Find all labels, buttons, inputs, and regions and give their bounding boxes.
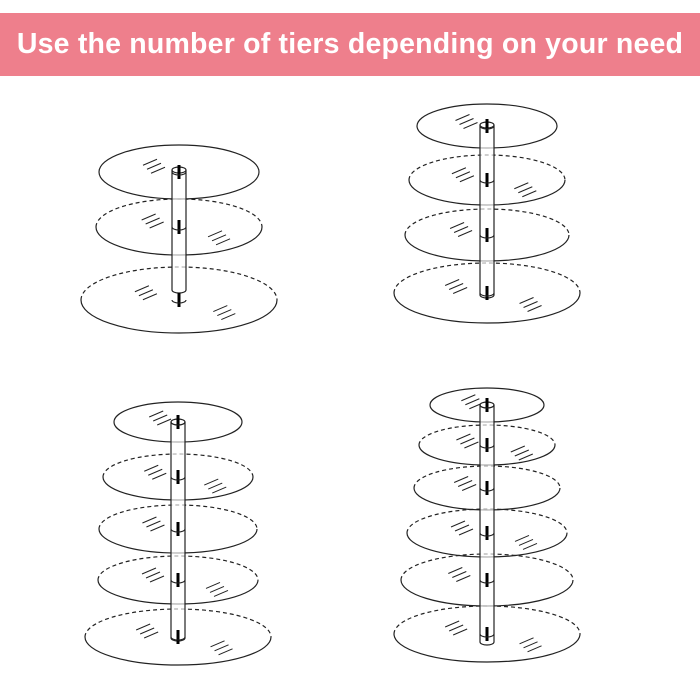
pole-joint: [479, 286, 495, 300]
glare-mark: [514, 534, 538, 550]
pole-joint: [170, 415, 186, 429]
stand-6-tier-drawing: [393, 387, 581, 663]
pole-joint: [170, 630, 186, 644]
banner-title: Use the number of tiers depending on you…: [16, 28, 684, 60]
stand-3-tier: [70, 125, 290, 355]
glare-mark: [510, 445, 533, 461]
pole-joint: [479, 398, 495, 412]
glare-mark: [519, 637, 542, 653]
tier-plate: [80, 266, 278, 334]
glare-mark: [450, 520, 474, 536]
pole-joint: [479, 573, 495, 587]
stand-4-tier-drawing: [393, 103, 581, 324]
glare-mark: [451, 167, 475, 183]
center-pole: [479, 121, 495, 299]
pole-joint: [170, 470, 186, 484]
glare-mark: [444, 279, 468, 294]
title-banner: Use the number of tiers depending on you…: [0, 13, 700, 76]
pole-joint: [171, 293, 187, 307]
glare-mark: [455, 114, 478, 129]
glare-mark: [456, 433, 479, 449]
glare-mark: [444, 620, 468, 636]
glare-mark: [448, 567, 471, 582]
stand-5-tier-drawing: [84, 401, 272, 666]
glare-mark: [141, 567, 165, 583]
stand-6-tier: [380, 380, 600, 690]
pole-joint: [479, 119, 495, 133]
stand-5-tier: [75, 390, 285, 690]
pole-joint: [170, 573, 186, 587]
pole-joint: [170, 522, 186, 536]
stand-3-tier-drawing: [80, 144, 278, 334]
glare-mark: [207, 230, 231, 246]
tier-plate: [393, 262, 581, 324]
stand-4-tier: [380, 95, 600, 345]
pole-joint: [479, 173, 495, 187]
center-pole: [479, 401, 495, 646]
glare-mark: [213, 305, 236, 321]
glare-mark: [519, 297, 542, 312]
glare-mark: [135, 623, 159, 639]
pole-joint: [479, 228, 495, 242]
pole-joint: [479, 526, 495, 540]
glare-mark: [141, 213, 164, 229]
pole-joint: [479, 481, 495, 495]
glare-mark: [204, 478, 227, 494]
pole-joint: [479, 627, 495, 641]
glare-mark: [142, 516, 165, 532]
pole-joint: [171, 165, 187, 179]
glare-mark: [449, 222, 473, 237]
glare-mark: [210, 640, 233, 656]
glare-mark: [205, 581, 229, 597]
pole-joint: [479, 438, 495, 452]
glare-mark: [514, 182, 537, 198]
pole-joint: [171, 220, 187, 234]
glare-mark: [134, 285, 158, 301]
glare-mark: [149, 410, 172, 426]
glare-mark: [142, 158, 166, 174]
glare-mark: [453, 476, 477, 491]
glare-mark: [144, 464, 167, 480]
